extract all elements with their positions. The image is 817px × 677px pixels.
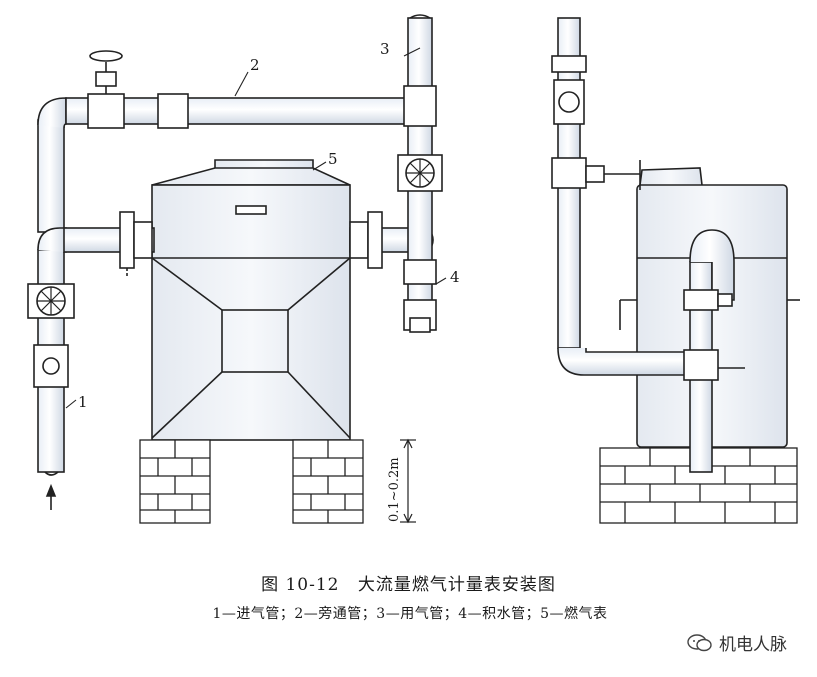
- callout-1: 1: [78, 393, 88, 411]
- figure-legend: 1—进气管；2—旁通管；3—用气管；4—积水管；5—燃气表: [212, 606, 608, 622]
- callout-leaders: [65, 47, 447, 409]
- bypass-pipe: [65, 93, 423, 129]
- watermark: 机电人脉: [687, 630, 787, 655]
- supply-valve: [397, 154, 443, 192]
- figure-caption: 图 10-12 大流量燃气计量表安装图: [0, 570, 817, 595]
- callout-5: 5: [328, 150, 338, 168]
- figure-title: 大流量燃气计量表安装图: [357, 575, 556, 595]
- callout-4: 4: [450, 268, 460, 286]
- brick-pedestal-right: [292, 439, 364, 524]
- flow-arrow-icon: [45, 483, 57, 510]
- supply-pipe: [403, 14, 437, 333]
- callout-3: 3: [380, 40, 390, 58]
- callout-2: 2: [250, 56, 260, 74]
- height-note: 0.1~0.2m: [387, 457, 402, 522]
- side-view-inner-pipe: [683, 229, 745, 473]
- height-dimension: [400, 438, 416, 524]
- gas-meter-body: [151, 159, 351, 441]
- watermark-text: 机电人脉: [719, 635, 787, 655]
- side-view-supply-pipe: [551, 17, 691, 376]
- meter-inlet-branch: [63, 211, 155, 276]
- brick-pedestal-left: [139, 439, 211, 524]
- chat-bubble-icon: [687, 633, 712, 651]
- figure-number: 图 10-12: [261, 575, 340, 595]
- bypass-valve: [89, 50, 123, 94]
- inlet-valve: [27, 283, 75, 319]
